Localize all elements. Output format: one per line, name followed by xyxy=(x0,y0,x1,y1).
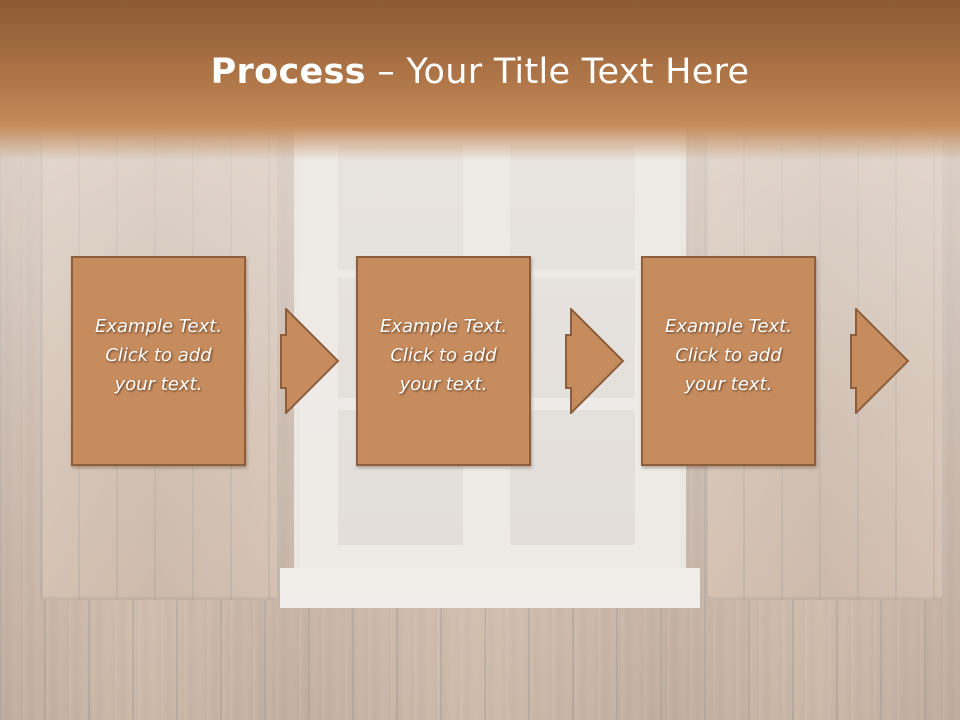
title-banner xyxy=(0,0,960,160)
process-step-2[interactable]: Example Text. Click to add your text. xyxy=(356,256,531,466)
process-step-1[interactable]: Example Text. Click to add your text. xyxy=(71,256,246,466)
step-2-text[interactable]: Example Text. Click to add your text. xyxy=(379,316,508,395)
step-3-text[interactable]: Example Text. Click to add your text. xyxy=(664,316,793,395)
title-rest-part: – Your Title Text Here xyxy=(365,52,750,92)
step-1-arrow xyxy=(280,308,340,414)
slide-title[interactable]: Process – Your Title Text Here xyxy=(0,52,960,92)
process-step-3[interactable]: Example Text. Click to add your text. xyxy=(641,256,816,466)
step-2-arrow xyxy=(565,308,625,414)
step-3-arrow xyxy=(850,308,910,414)
title-bold-part: Process xyxy=(210,52,366,92)
step-1-text[interactable]: Example Text. Click to add your text. xyxy=(94,316,223,395)
